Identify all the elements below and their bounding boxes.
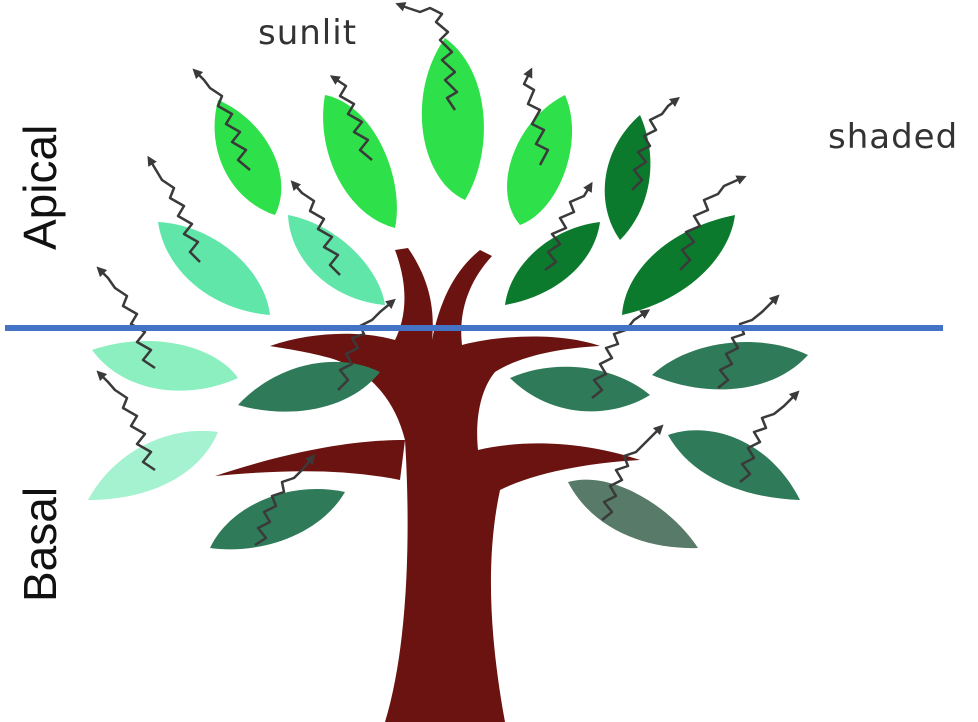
- leaf: [88, 431, 218, 500]
- leaf: [238, 362, 380, 412]
- leaf: [568, 480, 698, 548]
- leaf: [210, 489, 345, 549]
- sunlit-label: sunlit: [258, 13, 357, 53]
- leaf: [288, 215, 385, 305]
- leaf: [605, 115, 651, 240]
- leaf: [622, 215, 735, 315]
- leaf: [158, 222, 270, 315]
- leaf: [215, 100, 282, 215]
- leaf: [422, 38, 484, 200]
- apical-label: Apical: [14, 125, 66, 250]
- leaf: [323, 95, 397, 228]
- leaf: [507, 95, 572, 225]
- leaf: [668, 430, 800, 500]
- basal-label: Basal: [14, 487, 66, 602]
- leaf: [510, 367, 650, 412]
- shaded-label: shaded: [828, 117, 958, 157]
- leaf: [92, 341, 238, 391]
